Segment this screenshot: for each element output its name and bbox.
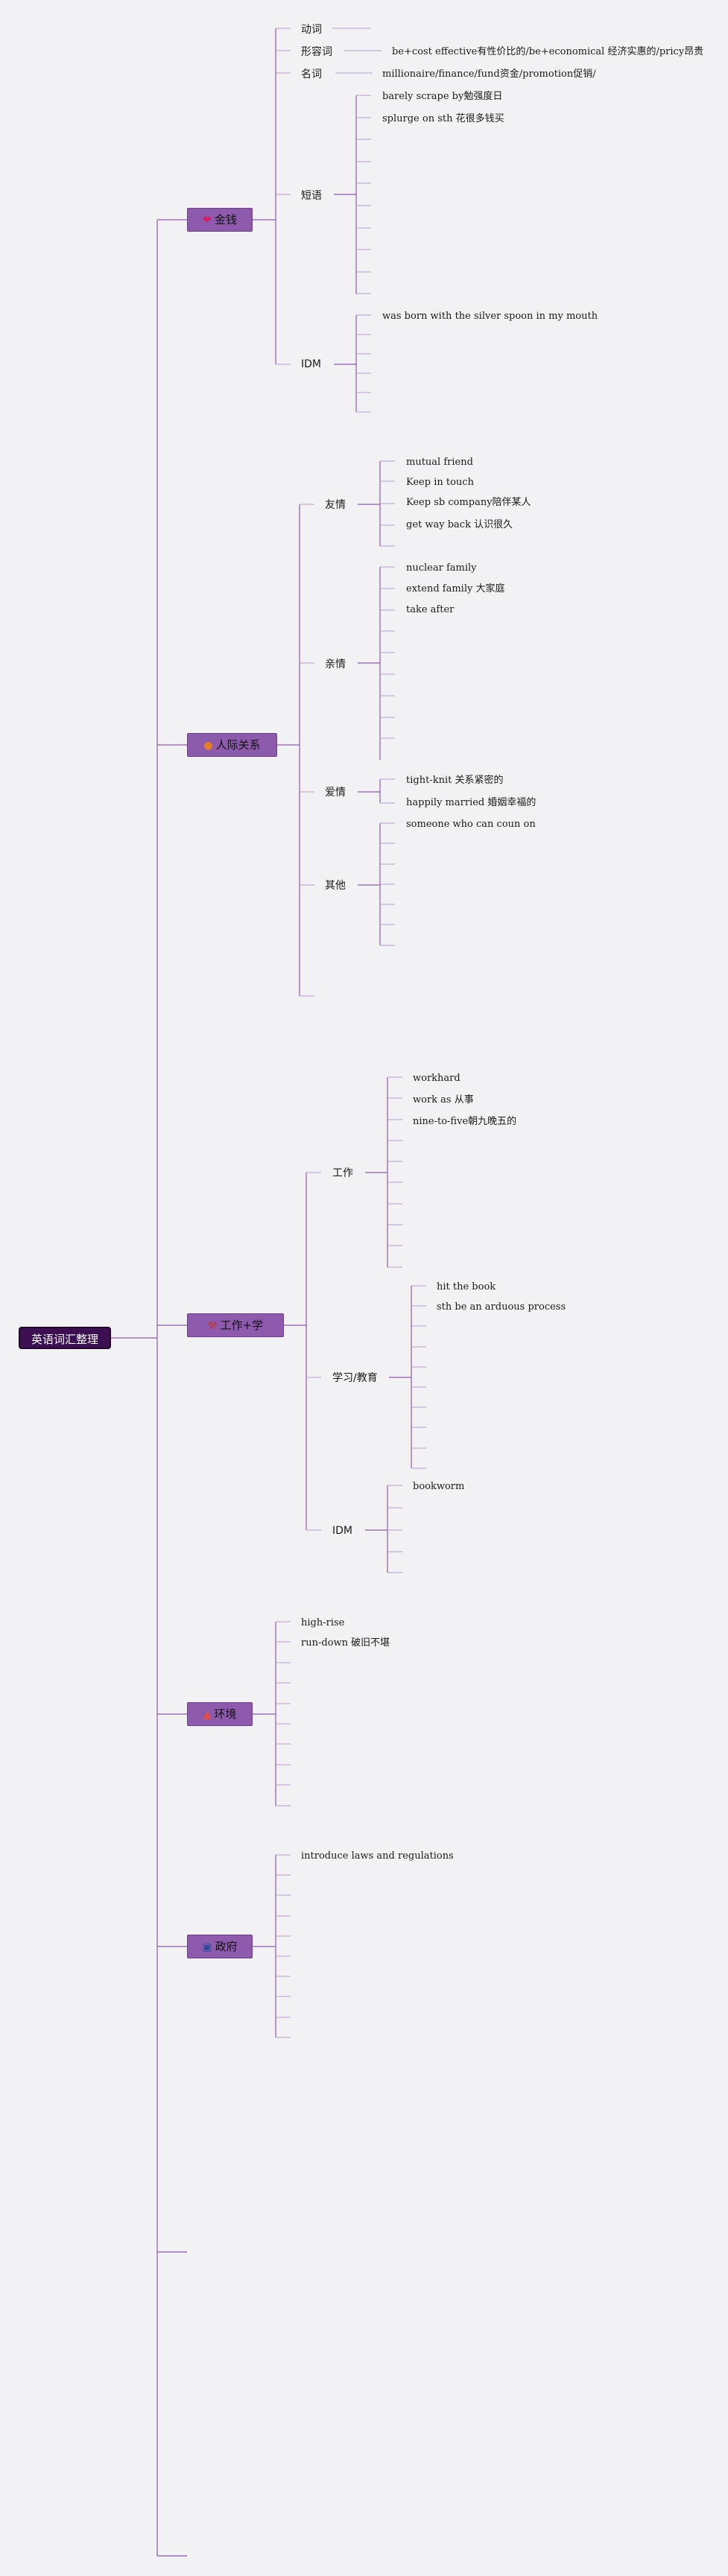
people-icon: ● xyxy=(203,740,213,752)
branch-money-label: 金钱 xyxy=(214,213,237,226)
relations-friendship-leaf-2: Keep in touch xyxy=(406,477,474,488)
branch-work-label: 工作+学 xyxy=(220,1319,264,1332)
money-idm-leaf-1: was born with the silver spoon in my mou… xyxy=(382,311,598,322)
money-adj-leaf: be+cost effective有性价比的/be+economical 经济实… xyxy=(392,46,704,57)
branch-government-label: 政府 xyxy=(215,1940,238,1953)
work-study-leaf-1: hit the book xyxy=(437,1281,496,1292)
relations-friendship-leaf-1: mutual friend xyxy=(406,457,473,468)
relations-friendship-leaf-3: Keep sb company陪伴某人 xyxy=(406,497,531,508)
fire-icon: ▲ xyxy=(203,1709,212,1721)
relations-friendship-leaf-4: get way back 认识很久 xyxy=(406,519,513,530)
money-verb[interactable]: 动词 xyxy=(301,24,322,36)
work-study-leaf-2: sth be an arduous process xyxy=(437,1301,566,1313)
money-phrase[interactable]: 短语 xyxy=(301,190,322,202)
work-job-leaf-2: work as 从事 xyxy=(413,1094,474,1105)
branch-work[interactable]: ⚒工作+学 xyxy=(187,1313,284,1337)
relations-love[interactable]: 爱情 xyxy=(325,787,346,799)
money-idm[interactable]: IDM xyxy=(301,358,321,370)
relations-friendship[interactable]: 友情 xyxy=(325,499,346,511)
government-leaf-1: introduce laws and regulations xyxy=(301,1850,454,1862)
money-phrase-leaf-2: splurge on sth 花很多钱买 xyxy=(382,113,504,124)
money-adj[interactable]: 形容词 xyxy=(301,46,332,58)
relations-other[interactable]: 其他 xyxy=(325,880,346,892)
money-phrase-leaf-1: barely scrape by勉强度日 xyxy=(382,91,503,102)
work-job[interactable]: 工作 xyxy=(332,1167,353,1179)
work-idm[interactable]: IDM xyxy=(332,1525,352,1537)
relations-family-leaf-2: extend family 大家庭 xyxy=(406,583,505,594)
work-idm-leaf-1: bookworm xyxy=(413,1481,465,1492)
heart-icon: ❤ xyxy=(203,215,212,226)
tools-icon: ⚒ xyxy=(207,1320,218,1332)
branch-environment-label: 环境 xyxy=(214,1707,237,1721)
branch-relations[interactable]: ●人际关系 xyxy=(187,733,277,757)
environment-leaf-1: high-rise xyxy=(301,1617,345,1628)
branch-money[interactable]: ❤金钱 xyxy=(187,208,253,232)
relations-family-leaf-1: nuclear family xyxy=(406,562,477,574)
work-job-leaf-3: nine-to-five朝九晚五的 xyxy=(413,1116,517,1127)
work-job-leaf-1: workhard xyxy=(413,1073,460,1084)
relations-other-leaf-1: someone who can coun on xyxy=(406,819,536,830)
money-noun[interactable]: 名词 xyxy=(301,69,322,80)
relations-family-leaf-3: take after xyxy=(406,604,455,615)
money-noun-leaf: millionaire/finance/fund资金/promotion促销/ xyxy=(382,69,596,80)
work-study[interactable]: 学习/教育 xyxy=(332,1372,378,1384)
branch-environment[interactable]: ▲环境 xyxy=(187,1702,253,1726)
relations-family[interactable]: 亲情 xyxy=(325,659,346,670)
environment-leaf-2: run-down 破旧不堪 xyxy=(301,1637,390,1649)
relations-love-leaf-1: tight-knit 关系紧密的 xyxy=(406,775,504,786)
root-node[interactable]: 英语词汇整理 xyxy=(19,1327,111,1349)
relations-love-leaf-2: happily married 婚姻幸福的 xyxy=(406,797,536,808)
branch-government[interactable]: ▣政府 xyxy=(187,1935,253,1958)
branch-relations-label: 人际关系 xyxy=(215,738,261,752)
landmark-icon: ▣ xyxy=(202,1941,212,1953)
